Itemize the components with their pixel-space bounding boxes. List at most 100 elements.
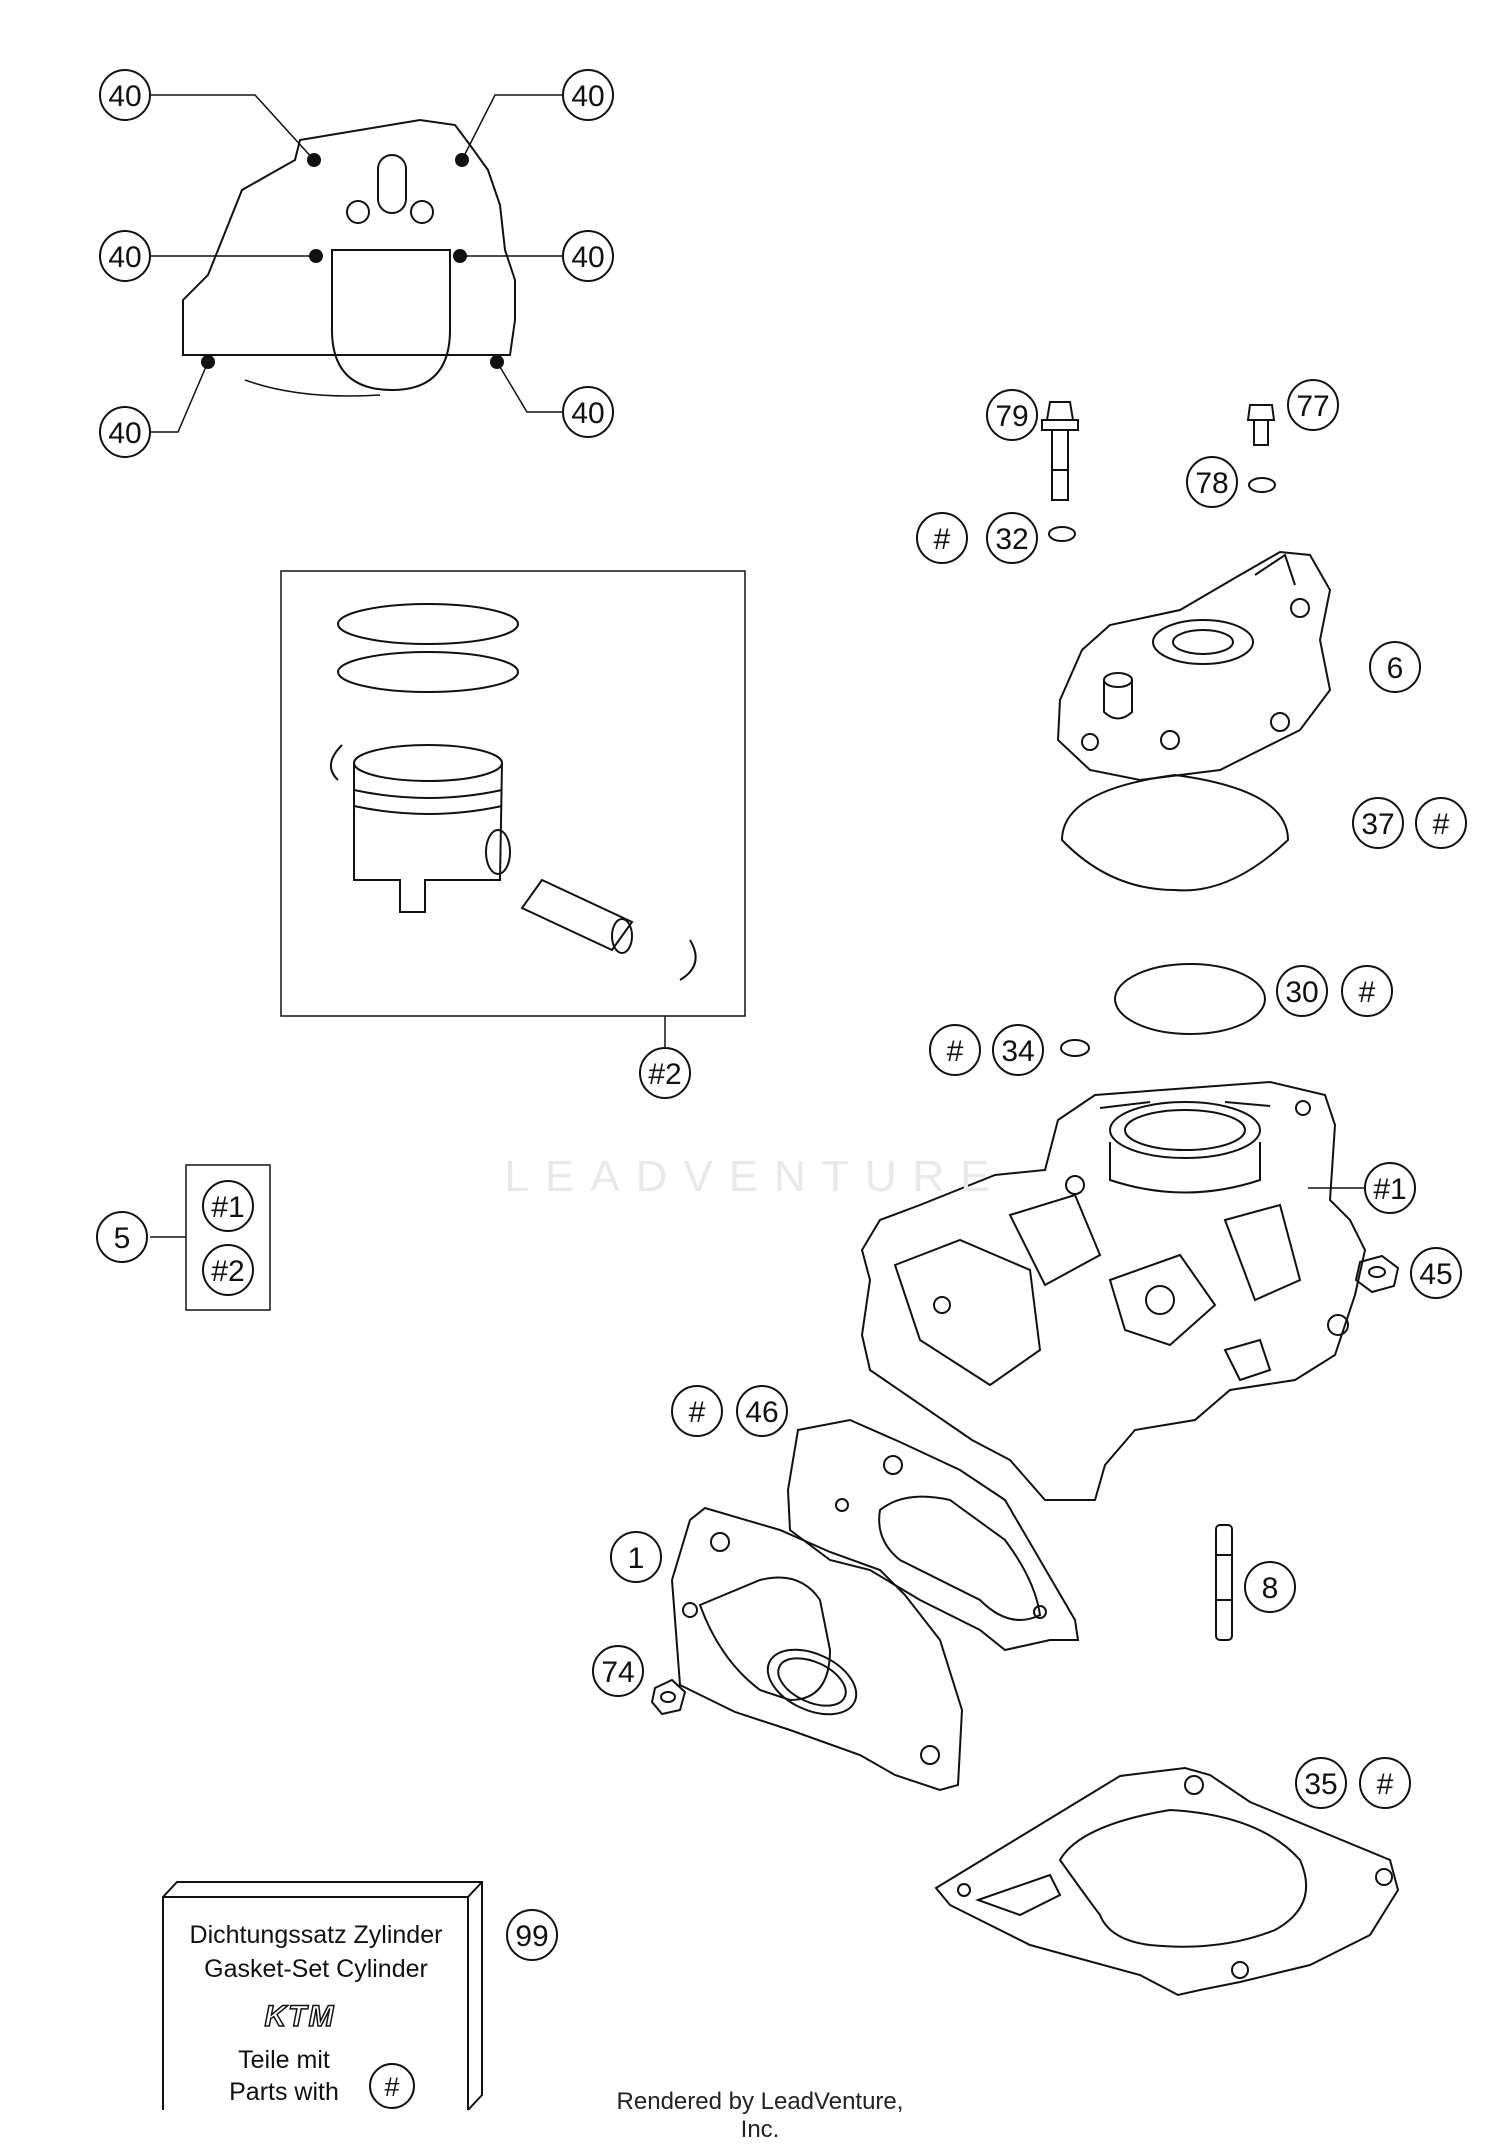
head-gasket-37 xyxy=(1060,773,1290,892)
callout-circle xyxy=(929,1024,981,1076)
callout-c5a: #1 xyxy=(202,1180,254,1232)
callout-c6: 6 xyxy=(1369,641,1421,693)
leader-lines-40 xyxy=(150,94,562,433)
intake-flange-part xyxy=(670,1506,964,1792)
callout-c78-text: 78 xyxy=(1195,467,1228,500)
callout-circle xyxy=(992,1024,1044,1076)
base-gasket-35-part xyxy=(934,1766,1400,1997)
callout-c77-text: 77 xyxy=(1296,390,1329,423)
callout-c37h-text: # xyxy=(1433,808,1450,841)
callout-circle xyxy=(639,1047,691,1099)
callout-c32: 32 xyxy=(986,512,1038,564)
callout-c37-text: 37 xyxy=(1361,808,1394,841)
callout-c35: 35 xyxy=(1295,1757,1347,1809)
callout-c40e-text: 40 xyxy=(108,417,141,450)
callout-c30h: # xyxy=(1341,965,1393,1017)
piston-pin xyxy=(520,878,634,954)
callout-c32h-text: # xyxy=(934,523,951,556)
callout-c32-text: 32 xyxy=(995,523,1028,556)
callout-c30h-text: # xyxy=(1359,976,1376,1009)
callout-circle xyxy=(610,1531,662,1583)
circlip-right xyxy=(679,939,697,981)
callout-circle xyxy=(671,1385,723,1437)
callout-c8-text: 8 xyxy=(1262,1572,1279,1605)
piston xyxy=(353,744,511,913)
callout-c35-text: 35 xyxy=(1304,1768,1337,1801)
callout-c40e: 40 xyxy=(99,406,151,458)
callout-circle xyxy=(99,69,151,121)
callout-c74-text: 74 xyxy=(601,1656,634,1689)
callout-circle xyxy=(1415,797,1467,849)
callout-cpiston: #2 xyxy=(639,1047,691,1099)
callout-c37: 37 xyxy=(1352,797,1404,849)
callout-c40b-text: 40 xyxy=(571,80,604,113)
callout-circle xyxy=(202,1244,254,1296)
callout-c79-text: 79 xyxy=(995,400,1028,433)
gasket-set-parts-de: Teile mit xyxy=(238,2046,330,2074)
callout-c30-text: 30 xyxy=(1285,976,1318,1009)
callout-ccyl-text: #1 xyxy=(1373,1173,1406,1206)
bolt-77-part xyxy=(1246,404,1276,446)
callout-c6-text: 6 xyxy=(1387,652,1404,685)
bolt-hole-dots xyxy=(201,153,504,369)
callout-circle xyxy=(1410,1247,1462,1299)
piston-ring-upper xyxy=(337,603,519,645)
callout-circle xyxy=(736,1385,788,1437)
callout-c8: 8 xyxy=(1244,1561,1296,1613)
callout-c45: 45 xyxy=(1410,1247,1462,1299)
callout-circle xyxy=(202,1180,254,1232)
gasket-set-hash-text: # xyxy=(384,2072,399,2102)
gasket-set-box xyxy=(162,1881,483,2111)
callout-c40b: 40 xyxy=(562,69,614,121)
washer-32 xyxy=(1048,526,1076,542)
callout-c34: 34 xyxy=(992,1024,1044,1076)
callout-c34h: # xyxy=(929,1024,981,1076)
callout-c40c-text: 40 xyxy=(108,241,141,274)
callout-circle xyxy=(1359,1757,1411,1809)
washer-78 xyxy=(1248,477,1276,493)
callout-circle xyxy=(562,69,614,121)
callout-c46: 46 xyxy=(736,1385,788,1437)
callout-c40d: 40 xyxy=(562,230,614,282)
callout-c35h-text: # xyxy=(1377,1768,1394,1801)
callout-c1-text: 1 xyxy=(628,1542,645,1575)
callout-c30: 30 xyxy=(1276,965,1328,1017)
callout-c74: 74 xyxy=(592,1645,644,1697)
callout-circle xyxy=(1369,641,1421,693)
cylinder-head-part xyxy=(1056,550,1332,782)
callout-c79: 79 xyxy=(986,389,1038,441)
callout-c40f-text: 40 xyxy=(571,397,604,430)
callout-circle xyxy=(562,386,614,438)
plug-74-part xyxy=(650,1678,687,1716)
callout-circle xyxy=(986,512,1038,564)
callout-circle xyxy=(1352,797,1404,849)
callout-c5b-text: #2 xyxy=(211,1255,244,1288)
gasket-46-part xyxy=(786,1418,1080,1652)
callout-ccyl: #1 xyxy=(1364,1162,1416,1214)
ktm-logo: KTM xyxy=(265,2000,336,2033)
callout-labels: 40 40 40 40 40 40 79 77 78 #32 6 37 #30 # #34 #2 5 #1 #2 #1… xyxy=(96,69,1467,1809)
callout-c5-text: 5 xyxy=(114,1222,131,1255)
callout-circle xyxy=(96,1211,148,1263)
callout-circle xyxy=(99,230,151,282)
callout-circle xyxy=(1364,1162,1416,1214)
callout-c5: 5 xyxy=(96,1211,148,1263)
callout-c34h-text: # xyxy=(947,1035,964,1068)
callout-circle xyxy=(1341,965,1393,1017)
callout-99: 99 xyxy=(506,1909,558,1961)
callout-c40a: 40 xyxy=(99,69,151,121)
callout-c40c: 40 xyxy=(99,230,151,282)
nut-45-part xyxy=(1354,1254,1400,1294)
o-ring-34 xyxy=(1060,1039,1090,1057)
callout-circle xyxy=(1287,379,1339,431)
callout-c40d-text: 40 xyxy=(571,241,604,274)
callout-c40f: 40 xyxy=(562,386,614,438)
callout-circle xyxy=(1276,965,1328,1017)
bolt-79-part xyxy=(1041,401,1079,501)
gasket-set-title-en: Gasket-Set Cylinder xyxy=(204,1955,428,1983)
callout-circle xyxy=(592,1645,644,1697)
callout-circle xyxy=(1186,456,1238,508)
callout-c37h: # xyxy=(1415,797,1467,849)
gasket-set-hash-mark: # xyxy=(369,2063,415,2109)
o-ring-30 xyxy=(1114,963,1266,1035)
